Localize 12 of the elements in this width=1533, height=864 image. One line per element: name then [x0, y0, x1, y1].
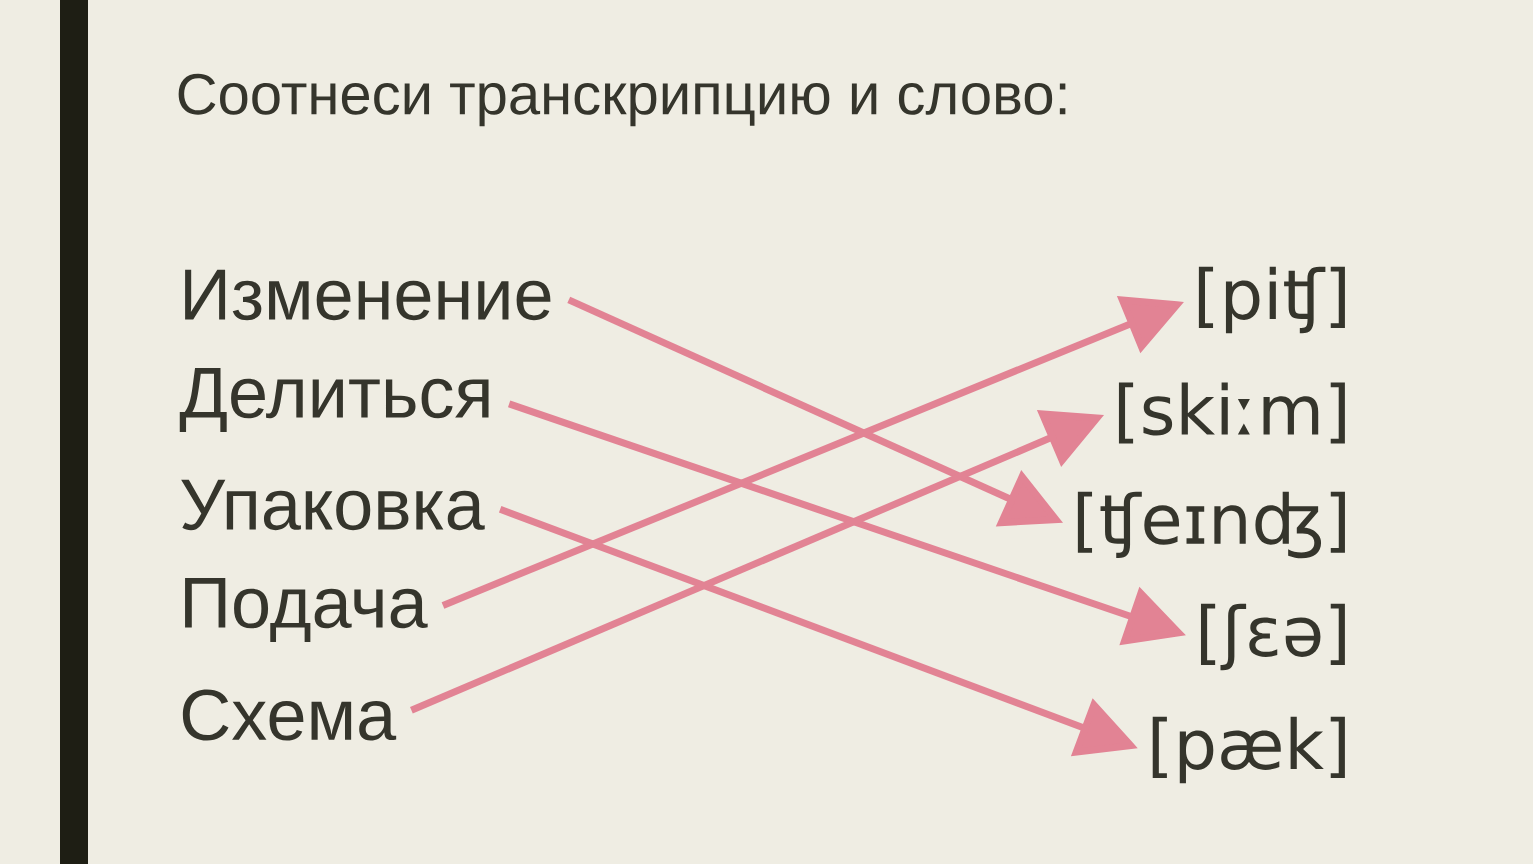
transcription: [skiːm] — [1118, 382, 1345, 444]
side-bar — [60, 0, 88, 864]
word: Изменение — [185, 269, 551, 321]
word: Делиться — [179, 368, 489, 432]
transcription: [pæk] — [1152, 716, 1345, 784]
transcription: [piʧ] — [1198, 266, 1345, 334]
word: Подача — [185, 578, 428, 642]
title: Соотнеси транскрипцию и слово: — [178, 73, 1066, 127]
word: Схема — [182, 689, 397, 741]
transcription: [ʧeɪnʤ] — [1077, 491, 1345, 559]
transcription: [ʃɛə] — [1201, 603, 1345, 671]
word: Упаковка — [181, 479, 485, 531]
